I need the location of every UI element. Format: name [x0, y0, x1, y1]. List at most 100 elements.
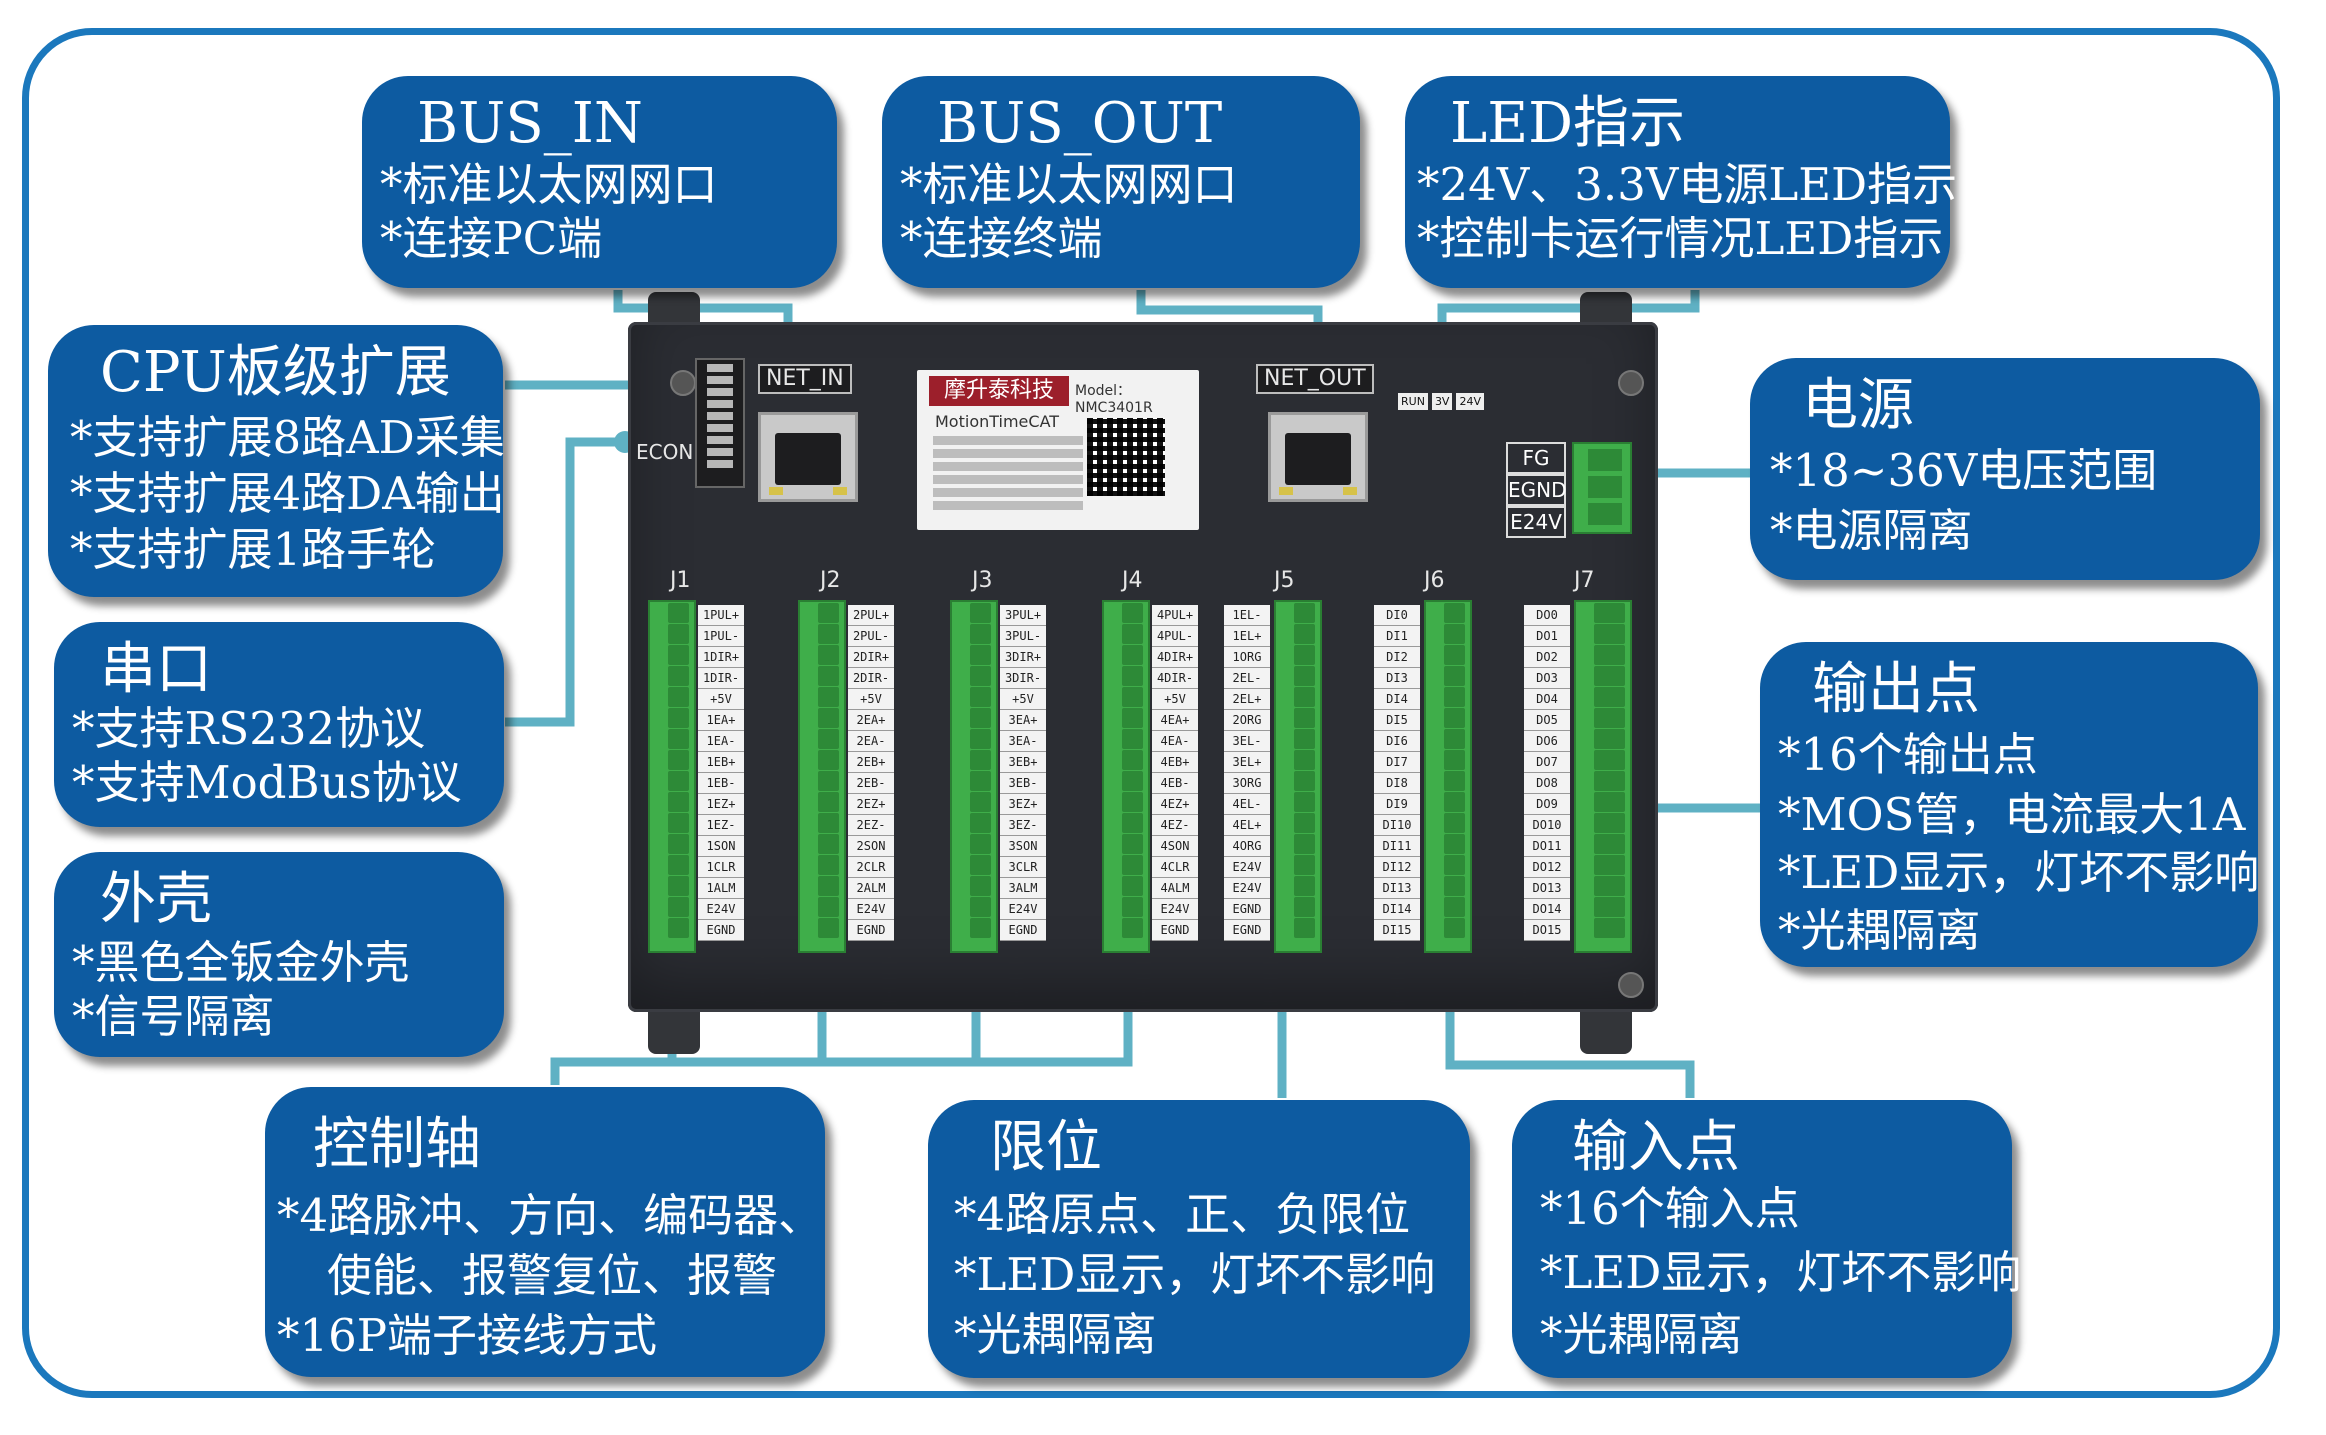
pin-label: E24V: [848, 899, 894, 920]
net-in-port[interactable]: [758, 412, 858, 502]
terminal-slot: [1294, 771, 1315, 791]
pin-label: 2SON: [848, 836, 894, 857]
callout-title: 外壳: [100, 867, 212, 932]
brand-label: 摩升泰科技: [929, 376, 1069, 406]
pin-label: E24V: [1152, 899, 1198, 920]
pin-label: 2DIR+: [848, 647, 894, 668]
callout-line: *光耦隔离: [1778, 904, 1981, 957]
callout-title: BUS_OUT: [937, 91, 1223, 156]
pin-label: DO4: [1524, 689, 1570, 710]
spec-lines: [933, 436, 1083, 514]
callout-line: *支持扩展8路AD采集: [70, 411, 505, 464]
terminal-slot: [1122, 750, 1143, 770]
wire-serial: [505, 437, 625, 727]
terminal-slot: [1444, 750, 1465, 770]
terminal-slot: [1122, 792, 1143, 812]
pin-label: 1EL-: [1224, 605, 1270, 626]
callout-line: *LED显示，灯坏不影响: [1778, 846, 2260, 899]
terminal-slot: [1444, 666, 1465, 686]
pin-label: 2EL-: [1224, 668, 1270, 689]
terminal-slot: [668, 645, 689, 665]
terminal-slot: [1444, 855, 1465, 875]
pin-label: DI14: [1374, 899, 1420, 920]
econ-label: ECON: [636, 440, 694, 464]
pin-label: DO5: [1524, 710, 1570, 731]
pin-label: 1SON: [698, 836, 744, 857]
power-pin-labels: FG EGND E24V: [1506, 442, 1567, 538]
callout-led: LED指示 *24V、3.3V电源LED指示 *控制卡运行情况LED指示: [1405, 76, 1957, 288]
terminal-j5[interactable]: [1274, 600, 1322, 953]
pin-label: 2EA+: [848, 710, 894, 731]
terminal-slot: [818, 750, 839, 770]
pin-label: 4EZ-: [1152, 815, 1198, 836]
pin-label: 3EZ-: [1000, 815, 1046, 836]
pin-label: E24V: [698, 899, 744, 920]
pin-label: 4PUL-: [1152, 626, 1198, 647]
terminal-slot: [818, 708, 839, 728]
terminal-slot: [818, 855, 839, 875]
terminal-slot: [1594, 897, 1625, 917]
callout-title: 电源: [1802, 373, 1914, 438]
pin-label: DI6: [1374, 731, 1420, 752]
terminal-slot: [1122, 687, 1143, 707]
callout-line: *支持扩展4路DA输出: [70, 467, 505, 520]
terminal-slot: [1122, 666, 1143, 686]
terminal-slot: [1122, 645, 1143, 665]
terminal-slot: [1294, 624, 1315, 644]
callout-line: *16P端子接线方式: [277, 1309, 658, 1362]
callout-line: *4路原点、正、负限位: [954, 1188, 1411, 1241]
power-terminal[interactable]: [1572, 442, 1632, 534]
terminal-j1[interactable]: [648, 600, 696, 953]
terminal-slot: [668, 813, 689, 833]
pin-label: DI0: [1374, 605, 1420, 626]
callout-line: *16个输出点: [1778, 728, 2038, 781]
pin-label: DI8: [1374, 773, 1420, 794]
terminal-slot: [1294, 855, 1315, 875]
terminal-slot: [668, 834, 689, 854]
screw-icon: [670, 370, 696, 396]
terminal-j6[interactable]: [1424, 600, 1472, 953]
terminal-slot: [668, 729, 689, 749]
terminal-j2[interactable]: [798, 600, 846, 953]
pin-label: 2PUL-: [848, 626, 894, 647]
terminal-slot: [1122, 876, 1143, 896]
terminal-slot: [818, 687, 839, 707]
pin-label: 3EL+: [1224, 752, 1270, 773]
terminal-slot: [1122, 603, 1143, 623]
callout-line: *支持RS232协议: [72, 702, 426, 755]
terminal-slot: [818, 918, 839, 938]
net-out-port[interactable]: [1268, 412, 1368, 502]
power-pin-e24v: E24V: [1506, 506, 1566, 538]
callout-line: *4路脉冲、方向、编码器、: [277, 1189, 824, 1242]
pin-label: 1EA+: [698, 710, 744, 731]
pin-label: 3EA-: [1000, 731, 1046, 752]
terminal-slot: [1122, 897, 1143, 917]
pin-label: DI10: [1374, 815, 1420, 836]
terminal-slot: [1444, 645, 1465, 665]
terminal-j7[interactable]: [1574, 600, 1632, 953]
pin-label: 3EA+: [1000, 710, 1046, 731]
terminal-slot: [1294, 792, 1315, 812]
pin-label: +5V: [848, 689, 894, 710]
terminal-slot: [970, 918, 991, 938]
terminal-j3[interactable]: [950, 600, 998, 953]
power-pin-fg: FG: [1506, 442, 1566, 474]
terminal-slot: [818, 876, 839, 896]
callout-line: *标准以太网网口: [900, 158, 1238, 211]
pin-label: +5V: [1000, 689, 1046, 710]
terminal-slot: [1594, 750, 1625, 770]
pin-label: 1PUL+: [698, 605, 744, 626]
terminal-j4[interactable]: [1102, 600, 1150, 953]
terminal-slot: [1444, 708, 1465, 728]
callout-line: *电源隔离: [1770, 504, 1973, 557]
terminal-slot: [970, 834, 991, 854]
callout-axis: 控制轴 *4路脉冲、方向、编码器、 使能、报警复位、报警 *16P端子接线方式: [265, 1087, 825, 1377]
pin-label: E24V: [1000, 899, 1046, 920]
pin-label: 1DIR+: [698, 647, 744, 668]
pin-label: DI3: [1374, 668, 1420, 689]
terminal-slot: [970, 855, 991, 875]
pin-label: 2PUL+: [848, 605, 894, 626]
terminal-slot: [1594, 708, 1625, 728]
